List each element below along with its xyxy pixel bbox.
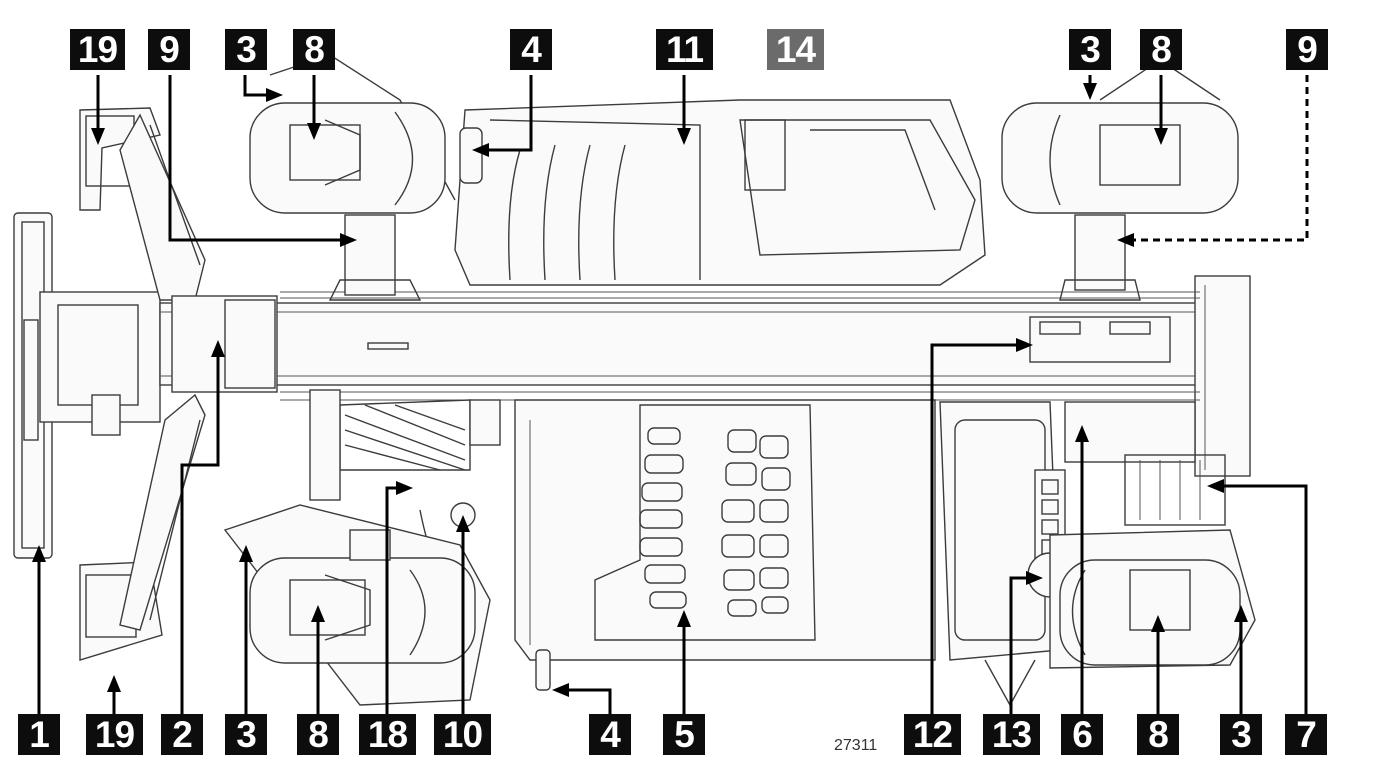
figure-number: 27311 <box>834 737 878 754</box>
callout-9-top-right: 9 <box>1286 29 1328 70</box>
callout-4-bottom: 4 <box>589 714 631 755</box>
rear-right-components <box>939 401 1226 661</box>
front-carriage <box>13 212 161 559</box>
callout-1: 1 <box>18 714 60 755</box>
operator-cab <box>514 399 936 691</box>
callout-12: 12 <box>904 714 961 755</box>
callout-3-top-right: 3 <box>1069 29 1111 70</box>
callout-8-top-right: 8 <box>1140 29 1182 70</box>
main-boom <box>159 275 1251 477</box>
stabiliser-pad-top-left <box>249 54 456 301</box>
engine-cover <box>454 99 986 286</box>
callout-8-bottom-right: 8 <box>1137 714 1179 755</box>
callout-2: 2 <box>161 714 203 755</box>
callout-5: 5 <box>663 714 705 755</box>
callout-14: 14 <box>767 29 824 70</box>
front-stabiliser-bottom <box>79 393 206 661</box>
callout-10: 10 <box>434 714 491 755</box>
callout-18: 18 <box>359 714 416 755</box>
callout-3-top-left: 3 <box>225 29 267 70</box>
callout-11: 11 <box>656 29 713 70</box>
callout-6: 6 <box>1061 714 1103 755</box>
callout-9-top-left: 9 <box>148 29 190 70</box>
callout-7: 7 <box>1285 714 1327 755</box>
callout-3-bottom-left: 3 <box>225 714 267 755</box>
callout-19-bottom: 19 <box>86 714 143 755</box>
leader-lines <box>32 75 1309 715</box>
stabiliser-pad-bottom-left <box>223 504 491 706</box>
callout-13: 13 <box>983 714 1040 755</box>
callout-8-bottom-left: 8 <box>297 714 339 755</box>
callout-19-top: 19 <box>70 29 125 70</box>
stabiliser-pad-top-right <box>1001 59 1239 301</box>
callout-4-top: 4 <box>510 29 552 70</box>
callout-3-bottom-right: 3 <box>1220 714 1262 755</box>
callout-8-top-left: 8 <box>293 29 335 70</box>
